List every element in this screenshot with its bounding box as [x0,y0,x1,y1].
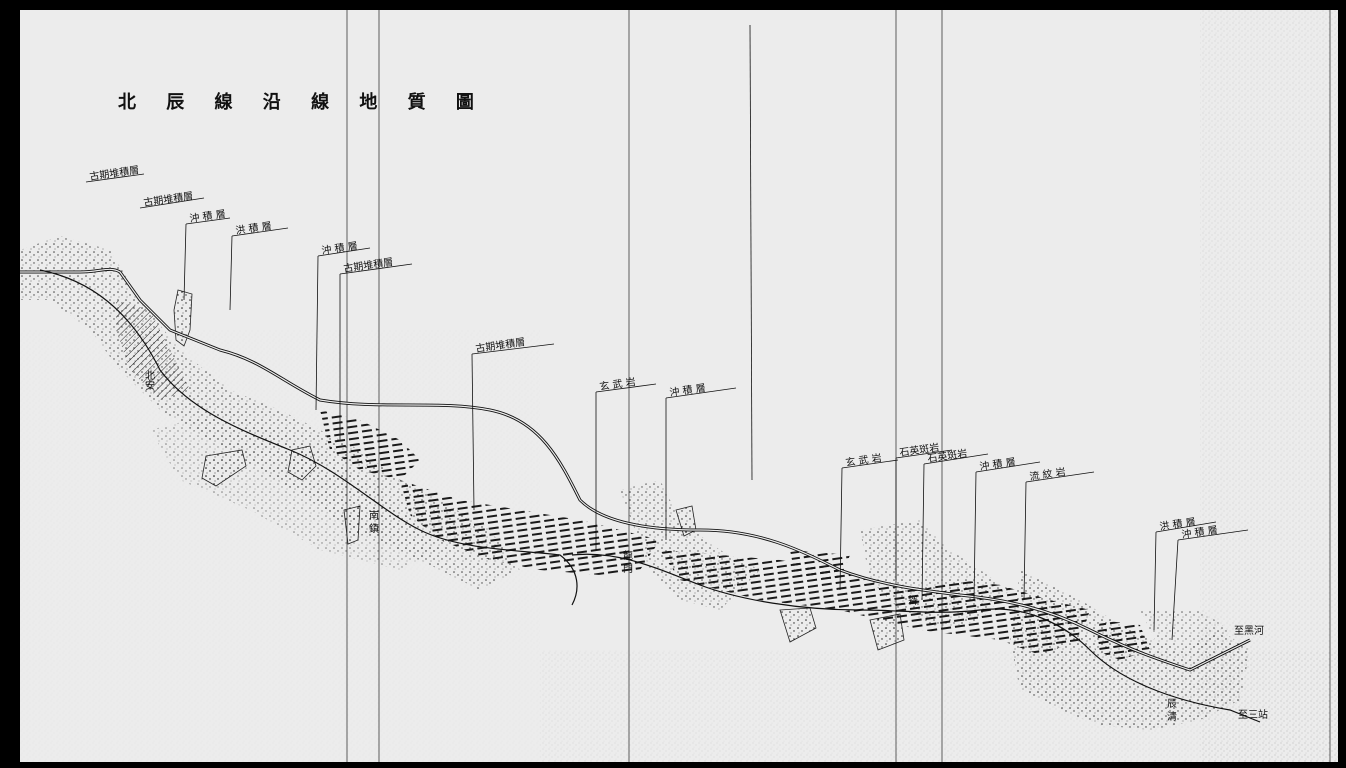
map-sheet: 北 辰 線 沿 線 地 質 圖 [20,10,1338,762]
destination-heihe: 至黑河 [1234,625,1264,637]
formation-label-9: 沖 積 層 [669,381,707,399]
formation-label-10: 玄 武 岩 [845,451,883,469]
formation-label-3: 沖 積 層 [189,207,227,225]
old-sediment-areas [116,300,1150,660]
map-title: 北 辰 線 沿 線 地 質 圖 [118,92,486,113]
formation-label-6: 古期堆積層 [343,255,394,275]
formation-label-4: 洪 積 層 [235,219,273,237]
leader-lines [85,24,1249,641]
destination-sanzhan: 至三站 [1238,708,1268,721]
river [39,269,1261,723]
formation-label-13: 沖 積 層 [979,455,1017,473]
place-end: 辰 清 [1165,698,1177,722]
place-names: 北安 南 鎮 龍 門 聳 辰 清 至黑河 至三站 [143,370,1269,722]
formation-label-14: 流 紋 岩 [1029,465,1067,483]
formation-label-1: 古期堆積層 [89,163,140,183]
formation-label-5: 沖 積 層 [321,239,359,257]
place-north: 北安 [143,370,155,391]
fold-lines [346,10,1331,762]
place-ridge: 聳 [908,594,918,607]
formation-label-8: 玄 武 岩 [599,375,637,393]
railway [20,267,1251,672]
geologic-map: 古期堆積層 古期堆積層 沖 積 層 洪 積 層 沖 積 層 古期堆積層 古期堆積… [20,10,1338,762]
place-gate: 龍 門 [621,549,633,574]
place-mid: 南 鎮 [367,509,379,534]
